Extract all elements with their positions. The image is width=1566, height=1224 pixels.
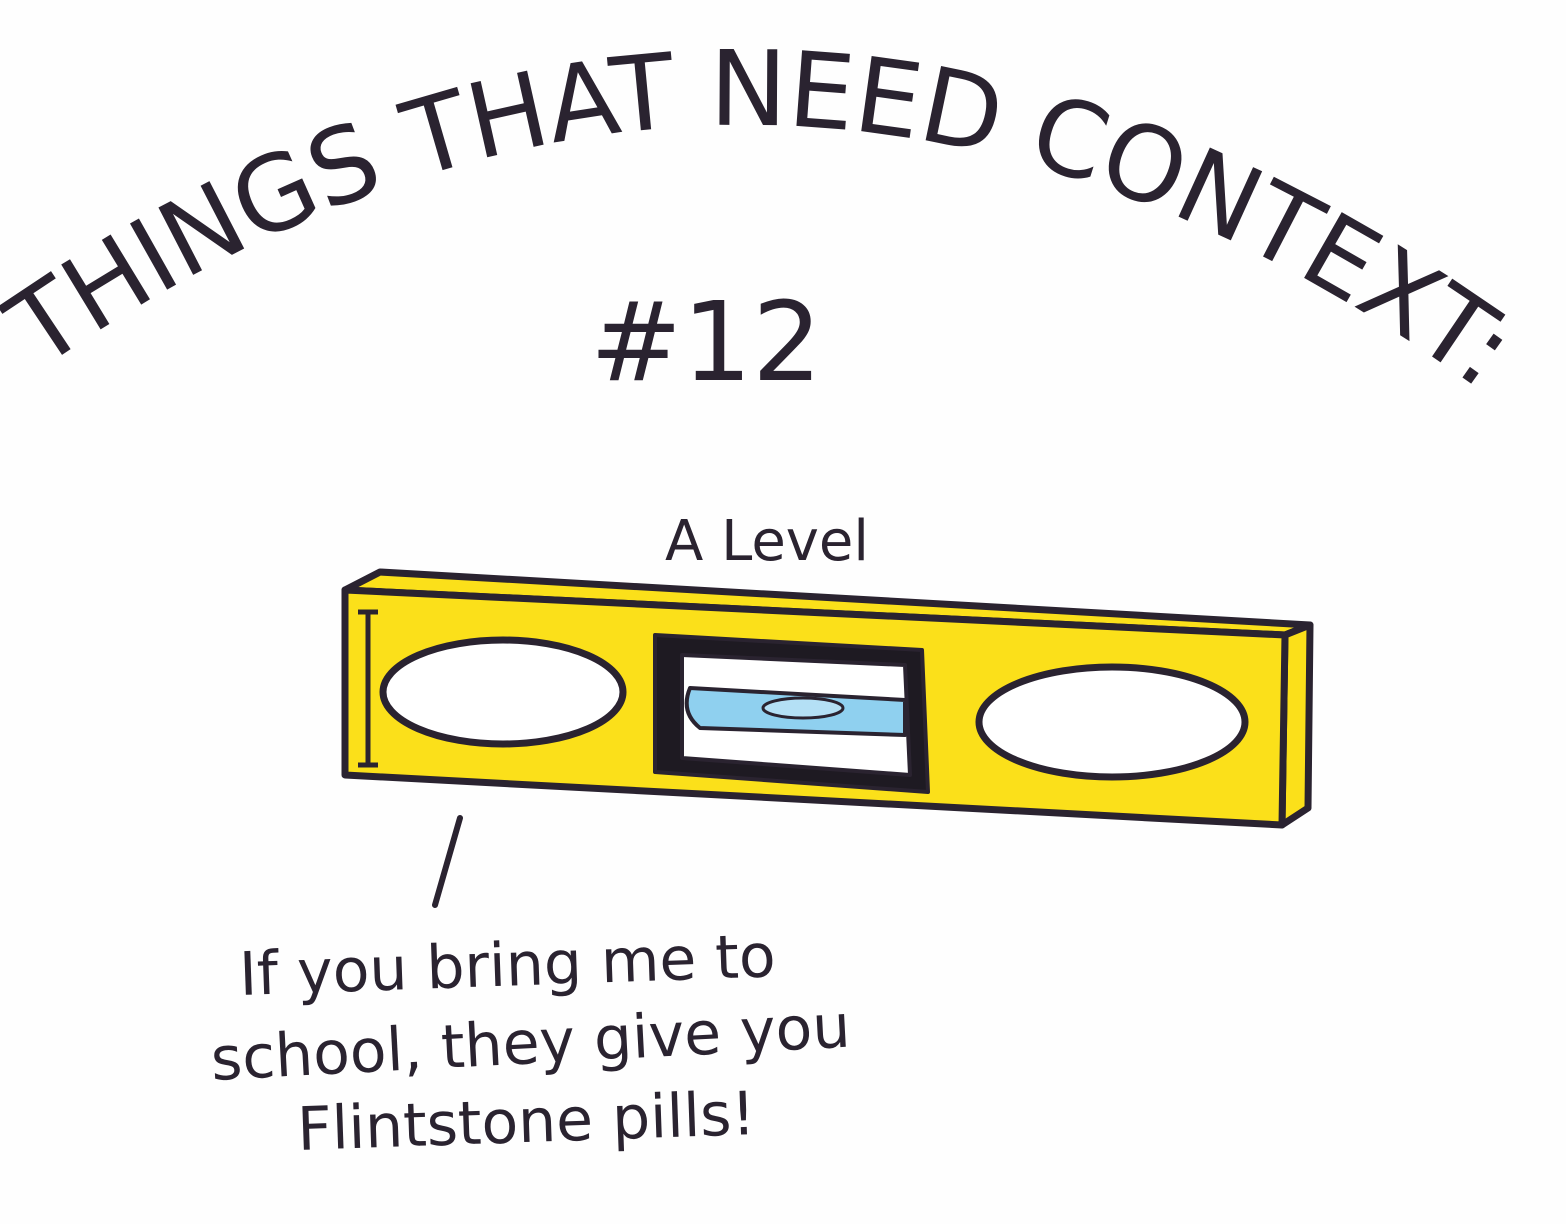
level-illustration [341,568,1314,829]
vial-bubble [761,696,845,720]
caption-line-1: If you bring me to [238,921,777,1010]
caption-line-3: Flintstone pills! [296,1079,756,1165]
caption: If you bring me to school, they give you… [209,921,852,1165]
subject-label: A Level [665,509,869,574]
level-end-mark [358,609,378,768]
left-hole [379,636,627,748]
pointer-line [432,815,463,908]
comic-number: #12 [590,278,822,406]
right-hole [975,663,1249,781]
